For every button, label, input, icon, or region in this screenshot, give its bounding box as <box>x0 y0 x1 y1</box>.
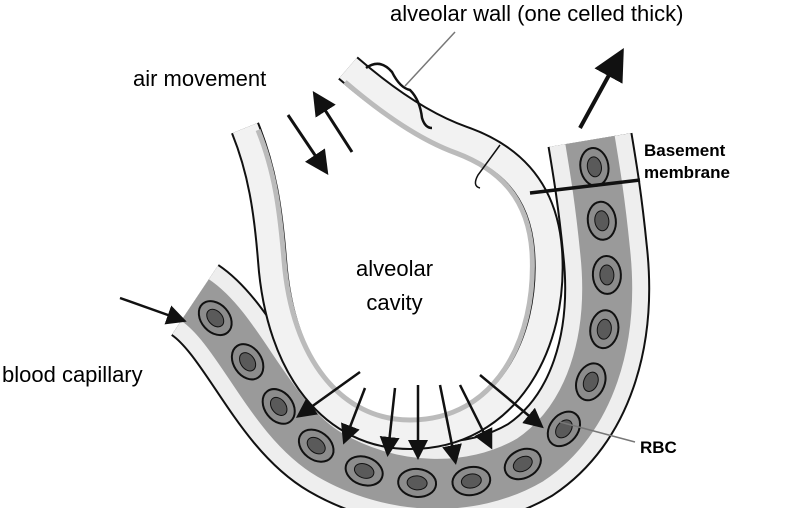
basement-label-line1: Basement <box>644 141 726 160</box>
blood-capillary-label: blood capillary <box>2 362 143 387</box>
cavity-label-line1: alveolar <box>356 256 434 281</box>
alveolar-cavity-label: alveolar cavity <box>356 252 433 320</box>
basement-membrane-pointer <box>529 178 641 195</box>
rbc-center <box>460 473 482 489</box>
rbc-center <box>206 308 225 328</box>
basement-label-line2: membrane <box>644 163 730 182</box>
air-in-arrow <box>286 114 329 175</box>
rbc-center <box>586 156 602 178</box>
rbc-center <box>599 264 615 286</box>
rbc-center <box>596 318 612 340</box>
alveolar-wall-fill <box>232 58 562 449</box>
rbc-center <box>406 475 428 491</box>
cavity-label-line2: cavity <box>366 290 423 315</box>
rbc-center <box>239 352 257 372</box>
rbc-center <box>306 436 326 455</box>
alveolar-wall-label: alveolar wall (one celled thick) <box>390 1 684 26</box>
alveolar-lining <box>255 80 535 423</box>
air-movement-label: air movement <box>133 66 267 91</box>
diffusion-arrows <box>295 370 544 465</box>
rbc-center <box>269 396 288 416</box>
rbc-center <box>582 371 599 392</box>
rbc-pointer <box>559 421 636 443</box>
blood-out-arrow <box>578 47 624 129</box>
rbc-label: RBC <box>640 438 677 457</box>
alveolar-wall-brace <box>365 62 433 130</box>
basement-membrane-label: Basement membrane <box>644 140 730 184</box>
blood-in-arrow <box>119 296 187 325</box>
air-out-arrow <box>312 90 354 153</box>
rbc-group <box>197 146 622 498</box>
rbc-center <box>512 455 533 473</box>
rbc-center <box>353 463 375 479</box>
rbc-center <box>594 210 610 232</box>
alveolar-wall-pointer <box>404 31 456 87</box>
membrane-hook <box>474 144 501 189</box>
